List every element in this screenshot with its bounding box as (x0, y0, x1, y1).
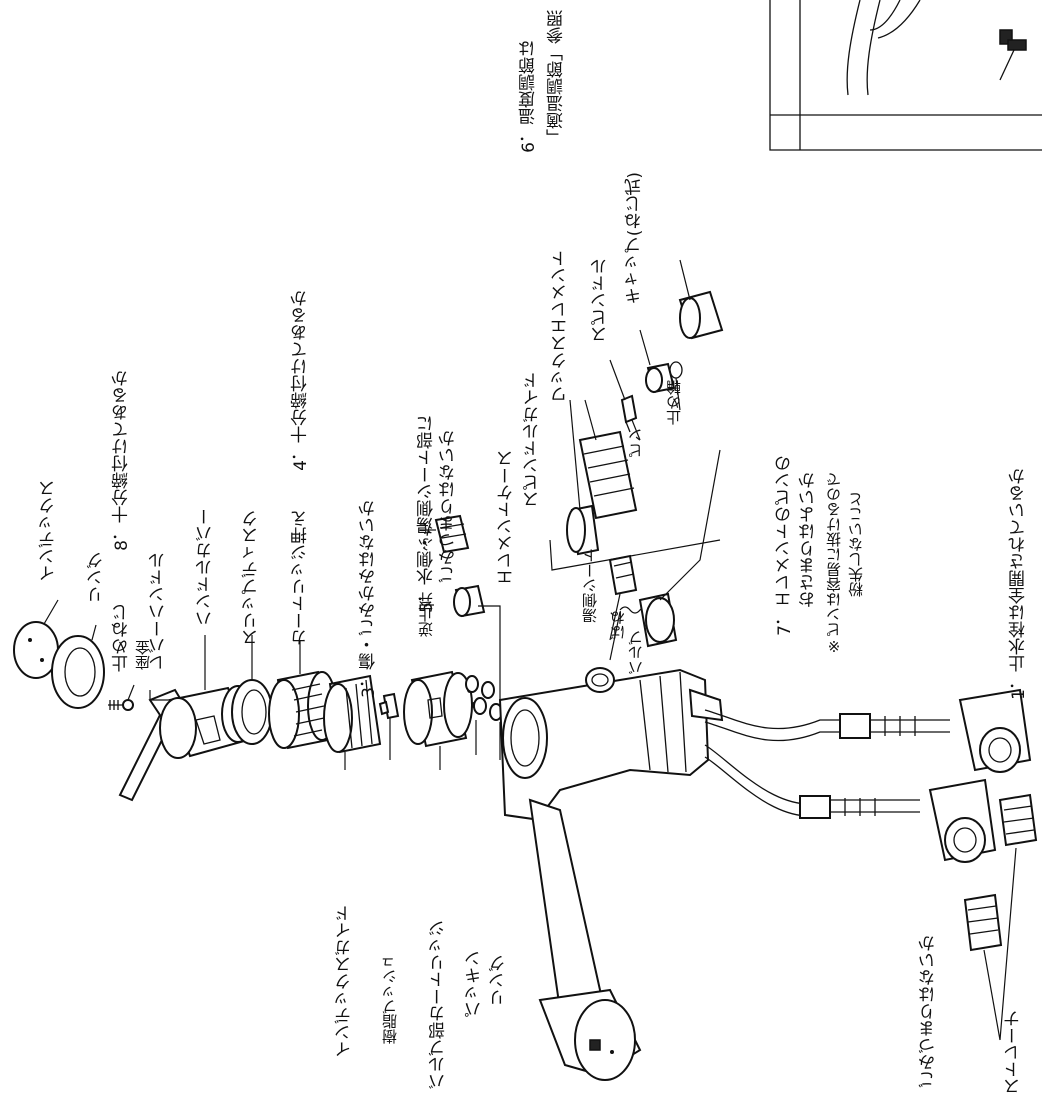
retaining-ring-part (669, 361, 683, 379)
ring-top-part (51, 624, 105, 709)
label-resin-bush: 樹脂ブッシュ (381, 954, 399, 1044)
label-index: インデックス (39, 480, 59, 582)
slip-disc-part (231, 635, 273, 745)
label-valve-cartridge: バルブ部カートリッジ (429, 920, 449, 1090)
label-check4: 4．十分締付けてあるか (291, 290, 311, 471)
label-slip-disc: スリップディスク (242, 510, 262, 646)
cap-part (678, 290, 724, 340)
label-check1: 1．止水栓は全開されているか (1009, 468, 1029, 700)
label-retaining-ring: 止め輪 (665, 380, 683, 425)
label-check6-line1: 6．温度調節は (519, 40, 539, 153)
spindle-guide-part (578, 430, 638, 520)
check-valve-part (434, 514, 501, 700)
label-cartridge-holder: カートリッジ押え (291, 510, 311, 646)
label-element-case: エレメントケース (497, 450, 517, 586)
label-check6-line2: 「適温調節」参照 (547, 10, 567, 146)
label-valve: バルブ (627, 630, 645, 675)
faucet-body-part (498, 667, 1032, 1081)
resin-bush-part (378, 692, 400, 760)
label-spring: ばね (609, 610, 627, 640)
inset-figure (769, 0, 1042, 151)
label-wax-element: ワックスエレメント (551, 250, 571, 403)
stop-screw-part (108, 684, 135, 711)
label-check5-line2: ごみつまりはないか (439, 430, 459, 583)
packing-part (465, 675, 503, 760)
label-ring-bottom: リング (489, 955, 509, 1006)
valve-part (638, 449, 721, 648)
element-case-part (549, 504, 721, 571)
label-lever-handle: レバーハンドル (149, 552, 169, 671)
label-handle-cover: ハンドルカバー (196, 508, 216, 627)
label-check8: 8．十分締付けてあるか (112, 370, 132, 551)
label-check7-line2: おさまりはよいか (799, 472, 819, 608)
leader-lines (420, 259, 691, 606)
label-check7-line3: ※ピンは容易に抜けるので (825, 472, 843, 655)
spindle-part (645, 362, 676, 394)
label-lid: ふた (417, 522, 435, 552)
label-stop-screw: 止めねじ (112, 604, 132, 672)
label-hot-seat: 湯側シート (581, 548, 599, 623)
label-packing: パッキン (465, 950, 485, 1018)
label-pin: ピン (627, 428, 645, 458)
index-guide-part (323, 674, 382, 770)
label-check5-line1: 5．水側・湯側シート部に (417, 415, 437, 613)
label-index-guide: インデックスガイド (335, 905, 355, 1058)
label-check-valve: 逆止弁 (417, 592, 435, 637)
label-check7-line4: 粉失しないこと (847, 492, 865, 597)
label-cap: キャップ(ねじ式) (625, 172, 645, 305)
wax-element-part (620, 394, 638, 433)
strainer-part (963, 793, 1038, 1041)
label-strainer: ストレーナ (1004, 1010, 1024, 1095)
label-spindle-guide: スピンドルガイド (523, 372, 543, 508)
valve-cartridge-part (403, 670, 477, 770)
label-check7-line1: 7．エレメントのピンの (775, 455, 795, 636)
label-ring-top: リング (87, 552, 107, 603)
label-check3: 3．傷・ごみかみはないか (359, 500, 379, 698)
label-spindle: スピンドル (591, 258, 611, 343)
label-clog-check: ごみづまりはないか (919, 935, 939, 1088)
